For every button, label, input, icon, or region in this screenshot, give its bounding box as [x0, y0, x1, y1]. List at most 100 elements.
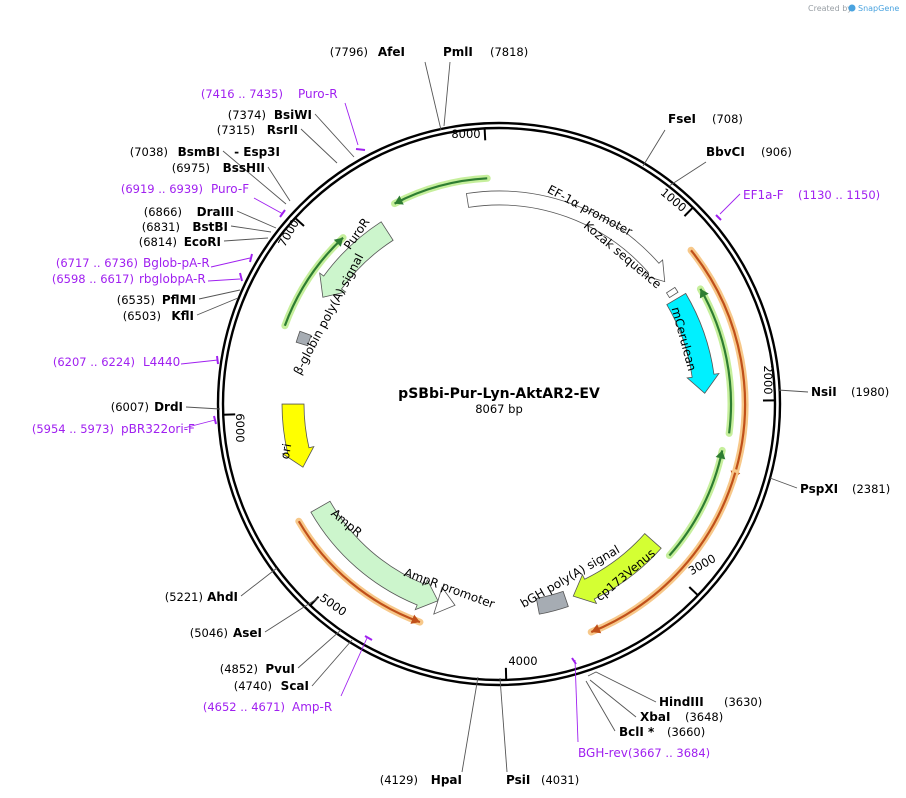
primer-name: Puro-R	[298, 87, 338, 101]
leader-line	[585, 680, 616, 732]
orf-arc-arrowhead-icon	[333, 237, 344, 247]
feature-kozak	[665, 286, 679, 299]
leader-line	[236, 210, 277, 229]
restriction-site-position: (4129)	[380, 773, 418, 787]
restriction-site-position: (3660)	[667, 725, 705, 739]
leader-line	[499, 677, 508, 773]
leader-line	[196, 297, 239, 316]
snapgene-logo-icon	[848, 4, 856, 12]
restriction-site-name: DrdI	[154, 400, 183, 414]
restriction-site-name: PvuI	[265, 662, 295, 676]
backbone-outer-ring	[216, 121, 782, 687]
restriction-site-position: (906)	[761, 145, 792, 159]
restriction-site-name: HpaI	[431, 773, 462, 787]
leader-line	[574, 659, 579, 743]
restriction-site-name: BssHII	[223, 161, 265, 175]
primer-marker-icon	[213, 415, 217, 425]
restriction-site-position: (708)	[712, 112, 743, 126]
primer-name: L4440	[143, 355, 180, 369]
restriction-site-position: (5221)	[165, 590, 203, 604]
restriction-site-position: (1980)	[851, 385, 889, 399]
orange-arc-arrowhead-icon	[591, 624, 602, 634]
tick-label: 4000	[508, 654, 537, 668]
leader-line	[769, 477, 798, 489]
primer-name: Amp-R	[292, 700, 332, 714]
feature-bgh-polya	[535, 590, 569, 615]
feature-puror	[319, 221, 394, 298]
primer-name: Puro-F	[211, 182, 249, 196]
restriction-site-position: (7374)	[228, 108, 266, 122]
restriction-site-position: (7818)	[490, 45, 528, 59]
restriction-site-position: (7315)	[217, 123, 255, 137]
orf-arc	[699, 288, 733, 434]
primer-marker-icon	[279, 209, 286, 218]
restriction-site-name: BclI *	[619, 725, 655, 739]
leader-line	[198, 289, 241, 300]
leader-line	[180, 359, 219, 365]
primer-range: (4652 .. 4671)	[203, 700, 285, 714]
leader-line	[668, 161, 707, 187]
primer-name: rbglobpA-R	[139, 272, 206, 286]
restriction-site-position: (6814)	[139, 235, 177, 249]
orf-arc	[668, 450, 724, 557]
credit-brand: SnapGene	[858, 4, 899, 13]
restriction-site-position: (6503)	[123, 309, 161, 323]
primer-name: Bglob-pA-R	[143, 256, 210, 270]
restriction-site-name: - Esp3I	[234, 145, 280, 159]
primer-range: (3667 .. 3684)	[628, 746, 710, 760]
restriction-site-position: (6975)	[172, 161, 210, 175]
primer-name: pBR322ori-F	[121, 422, 195, 436]
primer-name: EF1a-F	[743, 188, 784, 202]
restriction-site-position: (6007)	[111, 400, 149, 414]
tick-mark	[688, 586, 699, 597]
leader-line	[222, 150, 287, 205]
restriction-site-position: (6535)	[117, 293, 155, 307]
restriction-site-name: PmlI	[443, 45, 473, 59]
tick-label: 2000	[761, 365, 775, 394]
restriction-site-position: (4031)	[541, 773, 579, 787]
orf-arc-arrowhead-icon	[715, 450, 726, 460]
backbone-inner-ring	[221, 126, 777, 682]
restriction-site-position: (3648)	[685, 710, 723, 724]
leader-line	[642, 129, 666, 167]
leader-line	[311, 639, 353, 687]
orange-arc-glow	[295, 517, 424, 626]
restriction-site-position: (2381)	[852, 482, 890, 496]
leader-line	[267, 166, 291, 202]
leader-line	[344, 102, 359, 146]
feature-ori	[281, 403, 315, 468]
leader-line	[264, 597, 319, 633]
primer-marker-icon	[715, 214, 722, 221]
feature-mcerulean	[666, 292, 720, 394]
feature-bglobin-polya	[295, 330, 312, 347]
restriction-site-name: NsiI	[811, 385, 837, 399]
tick-mark	[483, 128, 487, 141]
orange-arc	[297, 520, 421, 624]
restriction-site-position: (4740)	[234, 679, 272, 693]
restriction-site-name: BstBI	[192, 220, 228, 234]
primer-marker-icon	[355, 148, 366, 151]
leader-line	[297, 629, 342, 669]
leader-line	[587, 671, 657, 703]
tick-mark	[294, 217, 305, 227]
restriction-site-name: DraIII	[197, 205, 234, 219]
leader-line	[589, 679, 637, 718]
restriction-site-name: AfeI	[378, 45, 405, 59]
leader-line	[240, 567, 278, 597]
orf-arc-arrowhead-icon	[394, 195, 404, 205]
restriction-site-name: BsmBI	[178, 145, 220, 159]
restriction-site-name: RsrII	[267, 123, 298, 137]
orange-arc	[690, 249, 747, 481]
tick-mark	[683, 206, 694, 217]
leader-line	[207, 278, 241, 282]
leader-line	[461, 676, 479, 773]
plasmid-name: pSBbi-Pur-Lyn-AktAR2-EV	[398, 386, 600, 402]
leader-line	[777, 389, 809, 393]
restriction-site-name: KflI	[171, 309, 194, 323]
restriction-site-name: XbaI	[640, 710, 670, 724]
restriction-site-position: (3630)	[724, 695, 762, 709]
leader-line	[253, 197, 284, 215]
leader-line	[424, 61, 442, 131]
leader-line	[210, 257, 251, 268]
plasmid-length: 8067 bp	[475, 402, 523, 416]
